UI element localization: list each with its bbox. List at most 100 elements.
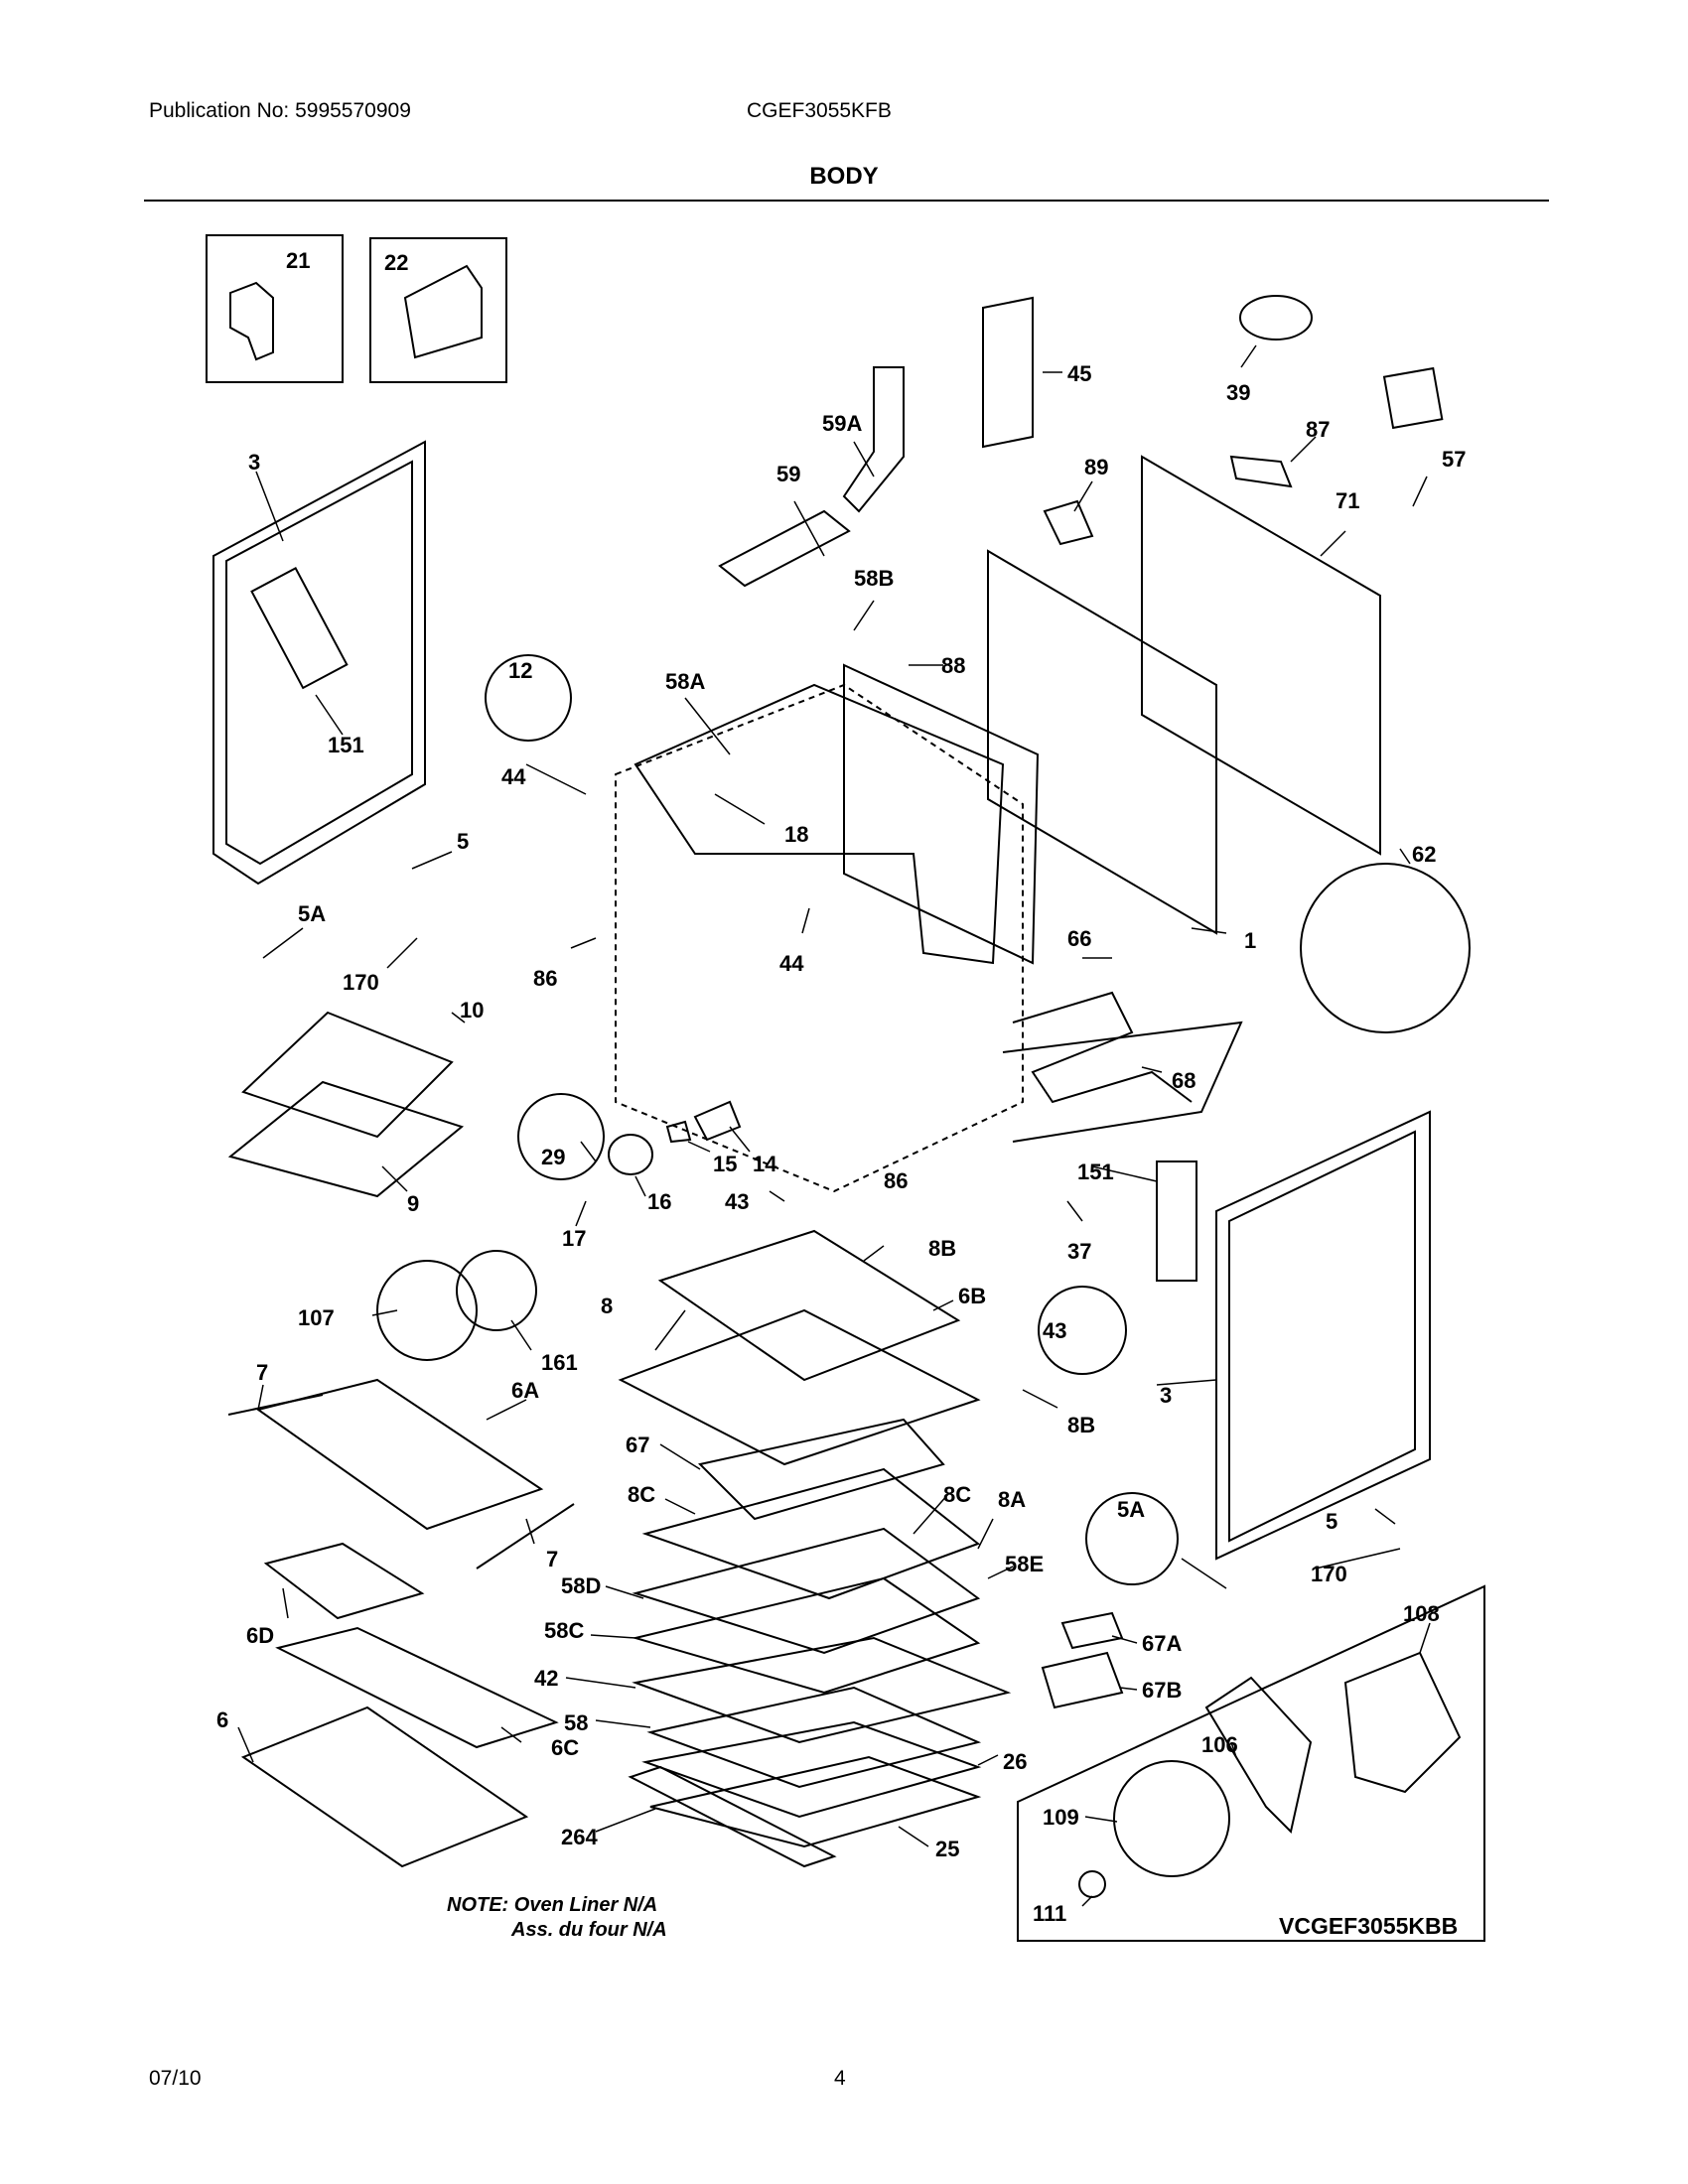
callout-151-left: 151 — [328, 733, 364, 757]
callout-58: 58 — [564, 1710, 588, 1735]
part-59-duct — [718, 509, 851, 588]
part-1-back-panel — [987, 549, 1217, 935]
part-6-rack — [240, 1706, 529, 1868]
part-71-back-cover — [1141, 455, 1381, 856]
callout-89: 89 — [1084, 455, 1108, 479]
part-39-harness — [1239, 295, 1313, 341]
callout-17: 17 — [562, 1226, 586, 1251]
part-16-lens — [608, 1134, 653, 1175]
part-8-broil-pan — [618, 1308, 981, 1466]
part-67B-box — [1041, 1651, 1124, 1709]
callout-26: 26 — [1003, 1749, 1027, 1774]
part-67-bake-element — [698, 1418, 945, 1521]
inset-box-21 — [206, 234, 344, 383]
callout-5-right: 5 — [1326, 1509, 1337, 1534]
callout-9: 9 — [407, 1191, 419, 1216]
callout-71: 71 — [1336, 488, 1359, 513]
callout-1: 1 — [1244, 928, 1256, 953]
part-109-fan-blade — [1113, 1760, 1230, 1877]
callout-3-right: 3 — [1160, 1383, 1172, 1408]
part-22-bracket — [403, 264, 483, 359]
callout-8B-a: 8B — [928, 1236, 956, 1261]
callout-109: 109 — [1043, 1805, 1079, 1830]
callout-58E: 58E — [1005, 1552, 1044, 1576]
callout-22: 22 — [384, 250, 408, 275]
inset-model-label: VCGEF3055KBB — [1279, 1913, 1458, 1939]
oven-cavity — [615, 683, 1024, 1193]
callout-111: 111 — [1033, 1901, 1066, 1926]
callout-6D: 6D — [246, 1623, 274, 1648]
callout-7-b: 7 — [546, 1547, 558, 1571]
inset-box-22 — [369, 237, 507, 383]
callout-3-left: 3 — [248, 450, 260, 475]
callout-59: 59 — [776, 462, 800, 486]
callout-5-left: 5 — [457, 829, 469, 854]
part-58D-insulation — [632, 1527, 981, 1655]
part-29-lamp-inset — [517, 1093, 605, 1180]
callout-108: 108 — [1403, 1601, 1440, 1626]
callout-16: 16 — [647, 1189, 671, 1214]
callout-66: 66 — [1067, 926, 1091, 951]
part-106-bracket — [1204, 1676, 1313, 1834]
callout-8A: 8A — [998, 1487, 1026, 1512]
callout-14: 14 — [753, 1152, 777, 1176]
callout-8: 8 — [601, 1294, 613, 1318]
callout-37: 37 — [1067, 1239, 1091, 1264]
callout-6B: 6B — [958, 1284, 986, 1308]
callout-107: 107 — [298, 1305, 335, 1330]
part-57-vent — [1382, 366, 1444, 430]
part-161-element — [456, 1250, 537, 1331]
callout-68: 68 — [1172, 1068, 1196, 1093]
part-59A-duct — [842, 366, 905, 513]
callout-58B: 58B — [854, 566, 894, 591]
callout-21: 21 — [286, 248, 310, 273]
callout-86-a: 86 — [533, 966, 557, 991]
callout-7-a: 7 — [256, 1360, 268, 1385]
callout-44-a: 44 — [501, 764, 526, 789]
part-8A-tray — [641, 1467, 981, 1600]
callout-44-b: 44 — [779, 951, 804, 976]
part-6D-rack — [263, 1542, 425, 1620]
callout-42: 42 — [534, 1666, 558, 1691]
footer-date: 07/10 — [149, 2067, 202, 2090]
callout-170-left: 170 — [343, 970, 379, 995]
part-68-heat-shield — [1002, 1021, 1243, 1143]
callout-8C-a: 8C — [628, 1482, 655, 1507]
callout-18: 18 — [784, 822, 808, 847]
leader-lines — [237, 344, 1431, 1907]
callout-12: 12 — [508, 658, 532, 683]
callout-5A-left: 5A — [298, 901, 326, 926]
callout-62: 62 — [1412, 842, 1436, 867]
callout-86-b: 86 — [884, 1168, 908, 1193]
part-6A-rack — [255, 1378, 544, 1531]
callout-67: 67 — [626, 1433, 649, 1457]
footer-page-number: 4 — [834, 2067, 846, 2090]
part-7-rack-slide-right — [476, 1503, 575, 1570]
part-26-panel — [641, 1720, 982, 1819]
part-58C-insulation — [632, 1576, 981, 1695]
callout-161: 161 — [541, 1350, 578, 1375]
convection-fan-inset — [1017, 1584, 1485, 1942]
callout-58D: 58D — [561, 1573, 601, 1598]
part-7-rack-slide-left — [227, 1394, 324, 1416]
callout-67A: 67A — [1142, 1631, 1182, 1656]
part-67A-bracket — [1060, 1611, 1124, 1650]
part-10-broiler-grid — [241, 1011, 454, 1139]
part-87-plate — [1229, 455, 1293, 488]
part-58A-insulation — [633, 683, 1005, 965]
note-oven-liner-fr: Ass. du four N/A — [510, 1919, 667, 1941]
part-264-kickplate — [628, 1765, 837, 1868]
part-9-broiler-pan — [227, 1080, 465, 1198]
callout-58A: 58A — [665, 669, 705, 694]
callout-labels: 21 22 3 151 5 5A 170 12 44 58A 59 59A 58… — [216, 248, 1466, 1926]
part-21-bracket — [229, 281, 274, 361]
callout-6A: 6A — [511, 1378, 539, 1403]
part-89-bracket — [1043, 499, 1094, 546]
callout-88: 88 — [941, 653, 965, 678]
callout-25: 25 — [935, 1837, 959, 1861]
part-45-cover — [982, 296, 1034, 449]
publication-number: Publication No: 5995570909 — [149, 99, 411, 122]
callout-106: 106 — [1201, 1732, 1238, 1757]
callout-151-right: 151 — [1077, 1160, 1114, 1184]
